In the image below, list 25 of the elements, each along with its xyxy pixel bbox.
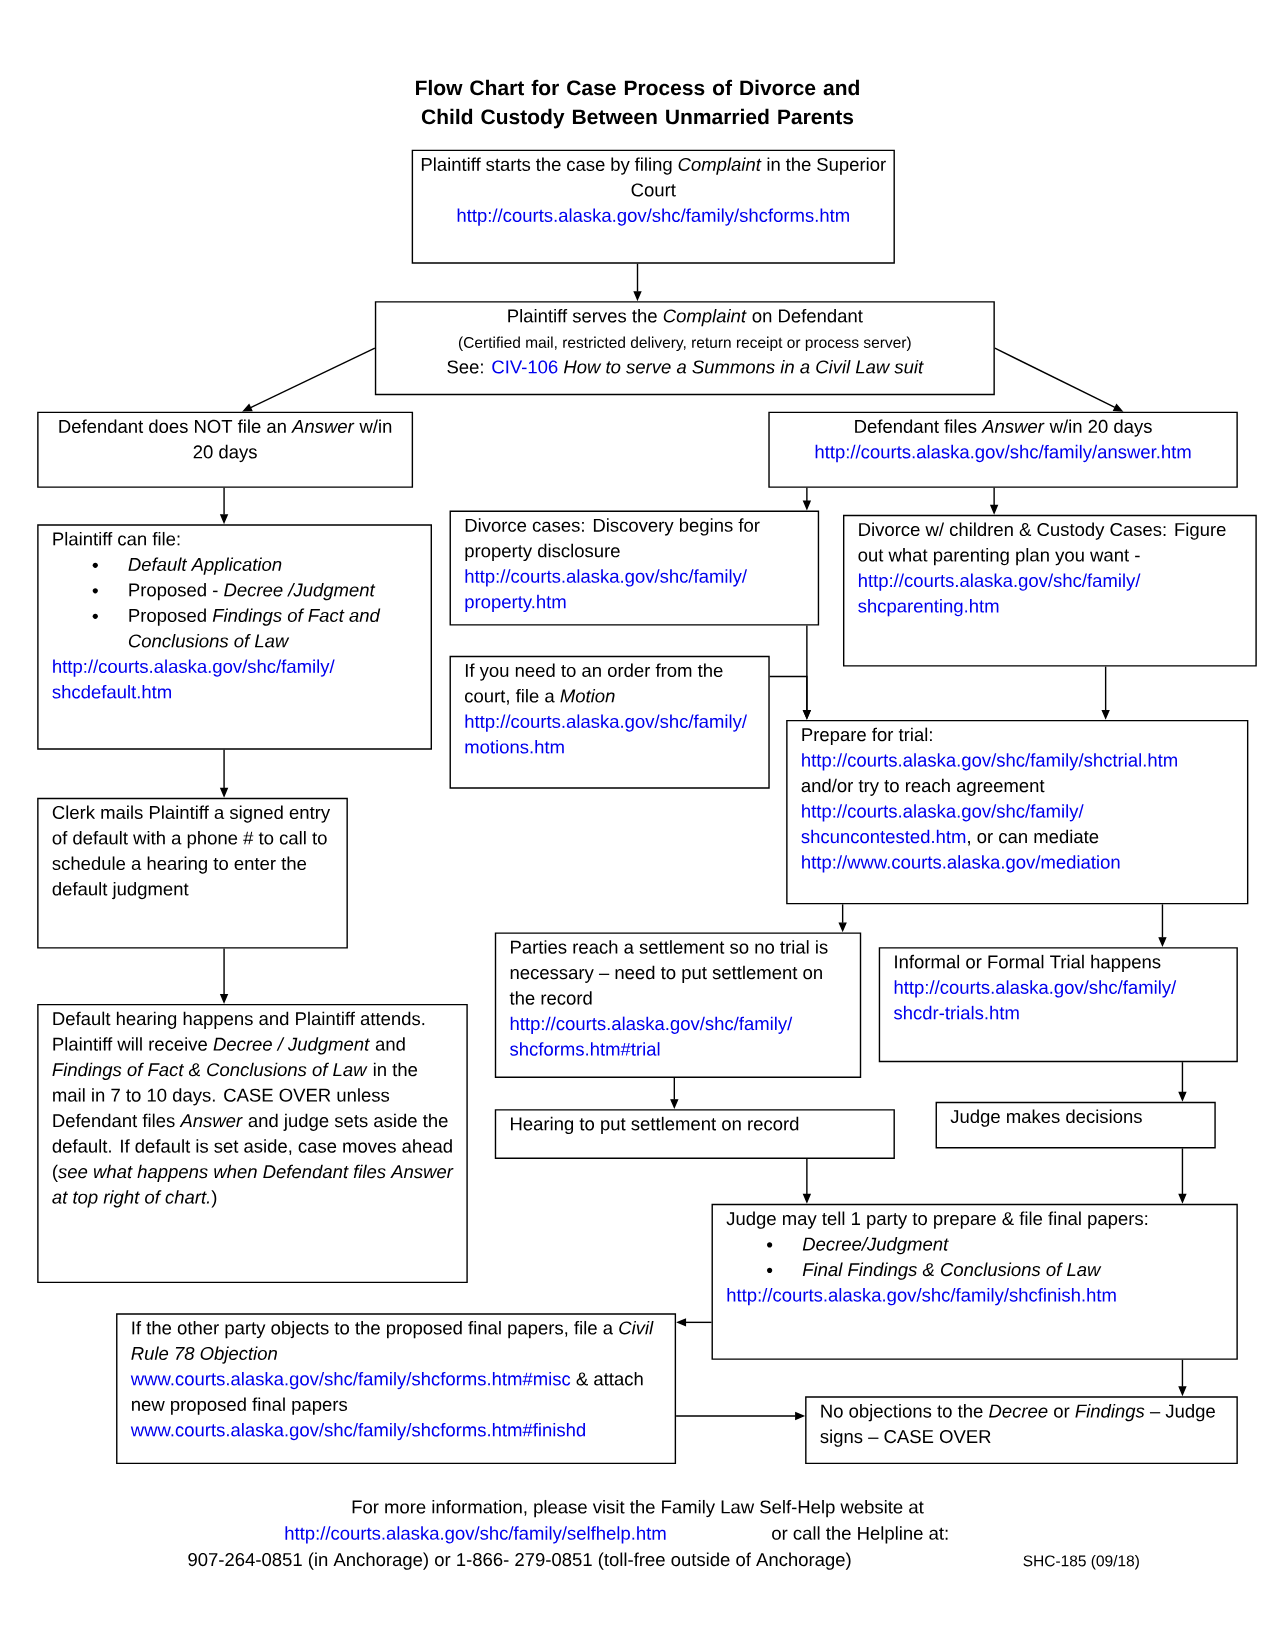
process-box: No objections to the Decree or Findings – Judge signs – CASE OVER — [805, 1396, 1238, 1465]
footer-text: For more information, please visit the Family Law Self-Help website at — [352, 1499, 924, 1518]
footer-text: or call the Helpline at: — [772, 1526, 948, 1544]
form-number: SHC-185 (09/18) — [1023, 1555, 1139, 1570]
process-box: Plaintiff starts the case by filing Complaint in the Superior Court http://courts.alaska.gov/shc/family/shcforms.htm — [411, 149, 895, 264]
arrow — [242, 347, 376, 412]
process-box: Judge may tell 1 party to prepare & file final papers: Decree/Judgment Final Findings & Conclusions of Law http://courts.alaska.gov/shc/family/shcfinish.htm — [711, 1203, 1238, 1360]
process-box: Plaintiff serves the Complaint on Defendant (Certified mail, restricted delivery, return receipt or process server) See: CIV-106 How to serve a Summons in a Civil Law suit — [374, 301, 995, 396]
process-box: Divorce cases: Discovery begins for property disclosure http://courts.alaska.gov/shc/family/property.htm — [449, 510, 820, 626]
process-box: Divorce w/ children & Custody Cases: Figure out what parenting plan you want - http://courts.alaska.gov/shc/family/shcparenting.htm — [843, 514, 1257, 667]
process-box: Judge makes decisions — [935, 1101, 1216, 1149]
process-box: Plaintiff can file: Default Application Proposed - Decree /Judgment Proposed Findings of Fact and Conclusions of Law http://courts.alaska.gov/shc/family/shcdefault.htm — [37, 524, 432, 750]
process-box: Defendant files Answer w/in 20 days http://courts.alaska.gov/shc/family/answer.htm — [768, 411, 1238, 488]
link: http://courts.alaska.gov/shc/family/selfhelp.htm — [285, 1526, 666, 1544]
process-box: Prepare for trial: http://courts.alaska.gov/shc/family/shctrial.htm and/or try to reach agreement http://courts.alaska.gov/shc/family/shcuncontested.htm, or can mediate http://www.courts.alaska.gov/mediation — [786, 719, 1249, 905]
process-box: Hearing to put settlement on record — [494, 1109, 895, 1159]
process-box: Defendant does NOT file an Answer w/in 20 days — [37, 411, 414, 488]
title: Flow Chart for Case Process of Divorce and Child Custody Between Unmarried Parents — [416, 79, 859, 129]
process-box: Clerk mails Plaintiff a signed entry of default with a phone # to call to schedule a hearing to enter the default judgment — [37, 797, 348, 949]
footer-text: 907-264-0851 (in Anchorage) or 1-866- 279-0851 (toll-free outside of Anchorage) — [188, 1552, 851, 1570]
process-box: If you need to an order from the court, file a Motion http://courts.alaska.gov/shc/family/motions.htm — [449, 655, 770, 789]
process-box: Informal or Formal Trial happens http://courts.alaska.gov/shc/family/shcdr-trials.htm — [878, 947, 1238, 1063]
process-box: Parties reach a settlement so no trial is necessary – need to put settlement on the record http://courts.alaska.gov/shc/family/shcforms.htm#trial — [494, 932, 862, 1078]
process-box: Default hearing happens and Plaintiff attends. Plaintiff will receive Decree / Judgment and Findings of Fact & Conclusions of Law in the mail in 7 to 10 days. CASE OVER unless Defendant files Answer and judge sets aside the default. If default is set aside, case moves ahead (see what happens when Defendant files Answer at top right of chart.) — [37, 1003, 468, 1284]
process-box: If the other party objects to the proposed final papers, file a Civil Rule 78 Objection www.courts.alaska.gov/shc/family/shcforms.htm#misc & attach new proposed final papers www.courts.alaska.gov/shc/family/shcforms.htm#finishd — [116, 1313, 677, 1465]
